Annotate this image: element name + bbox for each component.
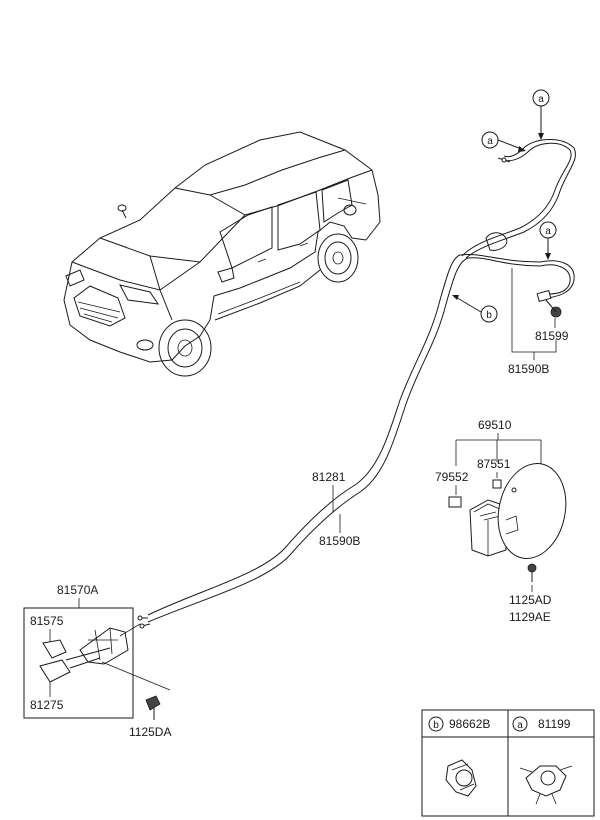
label-81575: 81575 bbox=[30, 614, 64, 628]
legend-b-clip: b 98662B bbox=[428, 716, 490, 797]
lever-81275 bbox=[39, 659, 71, 683]
callout-b-center: b bbox=[452, 295, 498, 323]
callout-a-left: a bbox=[481, 131, 526, 152]
svg-text:81199: 81199 bbox=[538, 717, 571, 731]
fuel-door-panel bbox=[497, 463, 567, 559]
screw-1125ad bbox=[527, 563, 537, 573]
label-79552: 79552 bbox=[435, 470, 469, 484]
lever-knob-81575 bbox=[42, 639, 67, 659]
svg-text:a: a bbox=[545, 226, 551, 237]
label-81281: 81281 bbox=[312, 470, 346, 512]
callout-a-right: a bbox=[539, 221, 557, 260]
svg-text:81590B: 81590B bbox=[508, 362, 549, 376]
lever-assembly: 81570A 81575 81275 1125DA bbox=[23, 583, 171, 739]
fuel-door-assembly: 69510 79552 87551 1125AD 1129AE bbox=[435, 418, 567, 624]
label-81590b-center: 81590B bbox=[319, 514, 360, 548]
part-87551 bbox=[492, 479, 502, 489]
lever-assembly-box bbox=[23, 607, 134, 719]
label-87551: 87551 bbox=[477, 457, 511, 471]
fuel-filler-cable bbox=[137, 139, 576, 629]
label-81590b-right: 81590B bbox=[508, 268, 557, 376]
svg-text:81599: 81599 bbox=[535, 329, 569, 343]
svg-text:b: b bbox=[486, 310, 492, 321]
svg-text:98662B: 98662B bbox=[449, 717, 490, 731]
legend-table: b 98662B a 81199 bbox=[421, 709, 595, 817]
svg-text:81281: 81281 bbox=[312, 470, 346, 484]
label-81275: 81275 bbox=[30, 698, 64, 712]
label-1125da: 1125DA bbox=[129, 725, 171, 739]
svg-text:81590B: 81590B bbox=[319, 534, 360, 548]
bumper-part-79552 bbox=[448, 496, 462, 508]
svg-text:a: a bbox=[517, 720, 523, 731]
svg-text:b: b bbox=[433, 720, 439, 731]
label-1125ad: 1125AD bbox=[509, 593, 552, 607]
svg-text:a: a bbox=[538, 94, 544, 105]
lever-mechanism bbox=[79, 627, 129, 665]
callout-a-top: a bbox=[532, 89, 550, 140]
car-illustration bbox=[63, 131, 381, 377]
svg-text:a: a bbox=[487, 136, 493, 147]
legend-a-clip: a 81199 bbox=[512, 716, 573, 805]
label-81599: 81599 bbox=[535, 318, 569, 343]
label-1129ae: 1129AE bbox=[509, 610, 551, 624]
label-81570a: 81570A bbox=[57, 583, 98, 597]
svg-text:69510: 69510 bbox=[478, 418, 512, 432]
bolt-1125da bbox=[145, 695, 161, 711]
